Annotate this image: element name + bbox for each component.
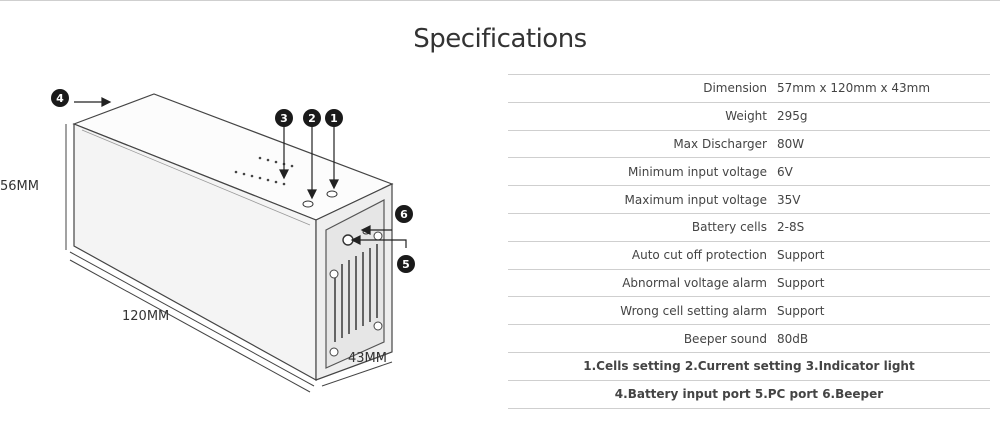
svg-text:2: 2 [308, 112, 316, 125]
spec-value: 295g [777, 101, 990, 131]
spec-value: Support [777, 296, 990, 325]
spec-value: 2-8S [777, 212, 990, 242]
spec-value: 80W [777, 129, 990, 158]
table-row: Dimension 57mm x 120mm x 43mm [508, 74, 990, 103]
marker-6: 6 [395, 205, 413, 223]
cells-setting-button-icon [326, 190, 338, 198]
table-row: Battery cells 2-8S [508, 212, 990, 242]
marker-4: 4 [51, 89, 69, 107]
height-dimension-label: 56MM [0, 179, 39, 194]
spec-table: Dimension 57mm x 120mm x 43mm Weight 295… [508, 74, 990, 409]
spec-value: 6V [777, 157, 990, 186]
svg-text:3: 3 [280, 112, 288, 125]
table-row: Weight 295g [508, 101, 990, 131]
legend-text: 1.Cells setting 2.Current setting 3.Indi… [508, 351, 990, 381]
legend-row: 4.Battery input port 5.PC port 6.Beeper [508, 379, 990, 409]
length-dimension-label: 120MM [122, 309, 169, 324]
svg-text:5: 5 [402, 258, 410, 271]
callout-arrows [74, 97, 407, 248]
spec-label: Wrong cell setting alarm [508, 296, 777, 325]
table-row: Max Discharger 80W [508, 129, 990, 158]
legend-row: 1.Cells setting 2.Current setting 3.Indi… [508, 351, 990, 381]
table-row: Wrong cell setting alarm Support [508, 296, 990, 325]
table-row: Auto cut off protection Support [508, 240, 990, 270]
spec-label: Max Discharger [508, 129, 777, 158]
svg-text:1: 1 [330, 112, 338, 125]
spec-value: 35V [777, 185, 990, 214]
screws [329, 231, 383, 357]
marker-5: 5 [397, 255, 415, 273]
spec-label: Beeper sound [508, 324, 777, 353]
marker-3: 3 [275, 109, 293, 127]
device-diagram: 1 2 3 4 5 6 56MM 120MM 43MM [0, 80, 470, 400]
spec-label: Maximum input voltage [508, 185, 777, 214]
spec-value: 57mm x 120mm x 43mm [777, 74, 990, 103]
spec-label: Minimum input voltage [508, 157, 777, 186]
spec-value: Support [777, 268, 990, 297]
spec-label: Auto cut off protection [508, 240, 777, 270]
marker-1: 1 [325, 109, 343, 127]
spec-label: Dimension [508, 74, 777, 103]
current-setting-button-icon [302, 200, 314, 208]
table-row: Minimum input voltage 6V [508, 157, 990, 186]
dimension-lines [65, 124, 393, 393]
spec-label: Battery cells [508, 212, 777, 242]
vent-slots [334, 244, 378, 342]
device-drawing: 1 2 3 4 5 6 56MM 120MM 43MM [0, 89, 415, 393]
page-title: Specifications [413, 24, 587, 54]
depth-dimension-label: 43MM [348, 351, 387, 366]
table-row: Abnormal voltage alarm Support [508, 268, 990, 297]
spec-label: Weight [508, 101, 777, 131]
indicator-lights [234, 156, 294, 186]
spec-value: Support [777, 240, 990, 270]
svg-text:6: 6 [400, 208, 408, 221]
table-row: Beeper sound 80dB [508, 324, 990, 353]
top-divider [0, 0, 1000, 1]
table-row: Maximum input voltage 35V [508, 185, 990, 214]
spec-label: Abnormal voltage alarm [508, 268, 777, 297]
marker-2: 2 [303, 109, 321, 127]
spec-value: 80dB [777, 324, 990, 353]
svg-text:4: 4 [56, 92, 64, 105]
legend-text: 4.Battery input port 5.PC port 6.Beeper [508, 379, 990, 409]
